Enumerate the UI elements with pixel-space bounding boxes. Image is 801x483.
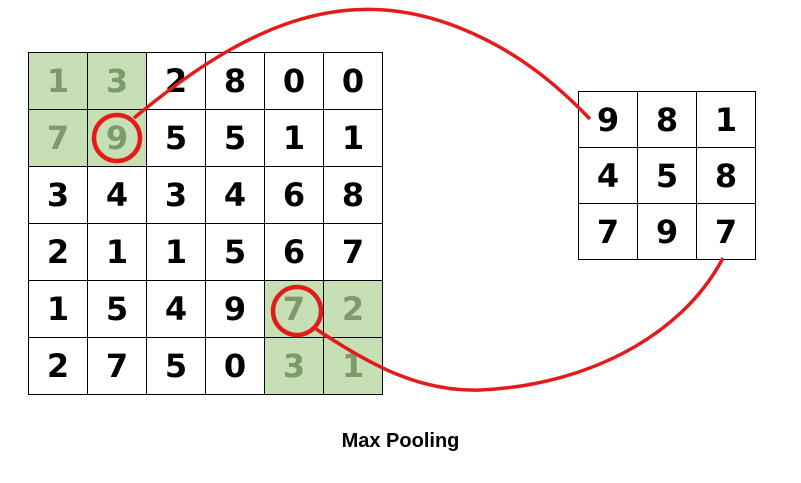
matrix-row: 2 7 5 0 3 1: [28, 337, 383, 395]
matrix-cell: 1: [87, 223, 147, 281]
caption: Max Pooling: [341, 430, 460, 452]
matrix-cell: 1: [146, 223, 206, 281]
matrix-cell: 4: [146, 280, 206, 338]
matrix-cell: 5: [205, 223, 265, 281]
matrix-cell: 0: [323, 52, 383, 110]
output-matrix: 9 8 1 4 5 8 7 9 7: [578, 91, 756, 260]
matrix-cell: 1: [323, 109, 383, 167]
matrix-cell: 9: [205, 280, 265, 338]
input-matrix: 1 3 2 8 0 0 7 9 5 5 1 1 3 4 3 4 6 8 2 1 …: [28, 52, 383, 395]
matrix-cell: 1: [323, 337, 383, 395]
matrix-row: 1 3 2 8 0 0: [28, 52, 383, 110]
output-cell-bottom-right: 7: [696, 203, 756, 260]
matrix-cell: 8: [323, 166, 383, 224]
matrix-row: 4 5 8: [578, 147, 756, 204]
matrix-cell: 5: [87, 280, 147, 338]
matrix-cell: 0: [205, 337, 265, 395]
matrix-cell: 1: [264, 109, 324, 167]
matrix-cell: 2: [146, 52, 206, 110]
matrix-cell: 2: [28, 223, 88, 281]
matrix-cell: 3: [28, 166, 88, 224]
output-cell: 7: [578, 203, 638, 260]
matrix-cell: 1: [28, 52, 88, 110]
output-cell: 9: [637, 203, 697, 260]
matrix-cell: 4: [205, 166, 265, 224]
matrix-cell: 2: [28, 337, 88, 395]
matrix-cell: 5: [146, 337, 206, 395]
matrix-cell: 5: [146, 109, 206, 167]
matrix-cell: 3: [264, 337, 324, 395]
matrix-cell: 8: [205, 52, 265, 110]
matrix-cell: 3: [146, 166, 206, 224]
output-cell: 8: [637, 91, 697, 148]
matrix-cell-max-top-left: 9: [87, 109, 147, 167]
matrix-cell: 7: [28, 109, 88, 167]
matrix-row: 2 1 1 5 6 7: [28, 223, 383, 281]
matrix-cell: 3: [87, 52, 147, 110]
matrix-cell: 2: [323, 280, 383, 338]
matrix-row: 1 5 4 9 7 2: [28, 280, 383, 338]
matrix-cell: 4: [87, 166, 147, 224]
output-cell-top-left: 9: [578, 91, 638, 148]
output-cell: 4: [578, 147, 638, 204]
matrix-row: 7 9 5 5 1 1: [28, 109, 383, 167]
matrix-cell: 1: [28, 280, 88, 338]
matrix-cell: 7: [87, 337, 147, 395]
output-cell: 1: [696, 91, 756, 148]
output-cell: 5: [637, 147, 697, 204]
matrix-cell: 6: [264, 166, 324, 224]
output-cell: 8: [696, 147, 756, 204]
matrix-cell: 7: [323, 223, 383, 281]
matrix-cell: 6: [264, 223, 324, 281]
matrix-cell: 5: [205, 109, 265, 167]
matrix-row: 3 4 3 4 6 8: [28, 166, 383, 224]
matrix-cell-max-bottom-right: 7: [264, 280, 324, 338]
matrix-cell: 0: [264, 52, 324, 110]
matrix-row: 9 8 1: [578, 91, 756, 148]
matrix-row: 7 9 7: [578, 203, 756, 260]
